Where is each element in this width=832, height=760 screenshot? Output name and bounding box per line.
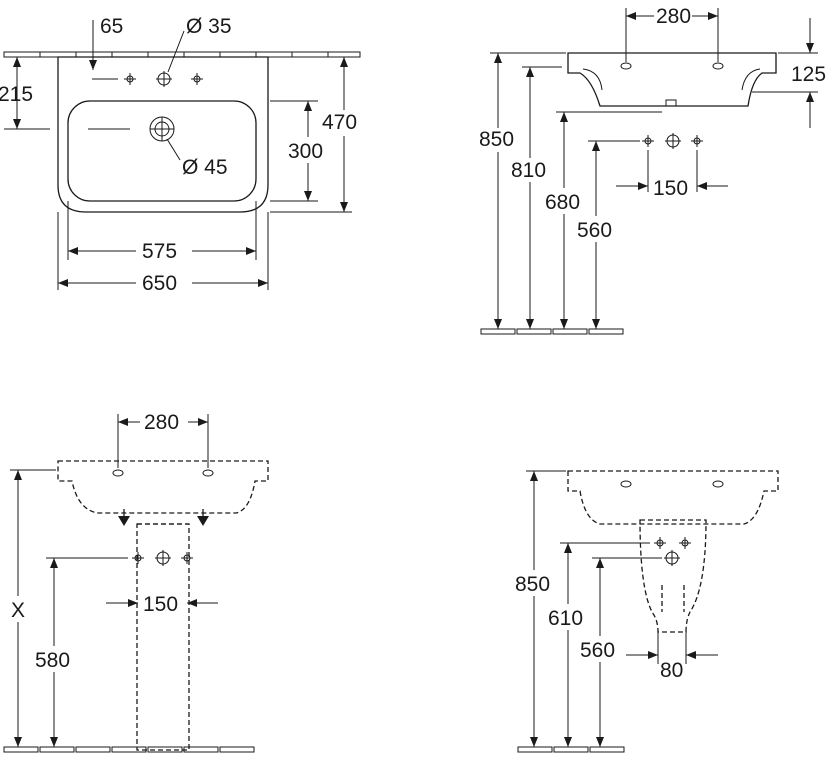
tap-hole-mark [190, 72, 204, 86]
semi-waste-height-label: 610 [548, 607, 583, 630]
basin-dashed [57, 460, 269, 514]
drain-hole [149, 116, 175, 142]
pedestal-view: 280 X 580 150 [3, 411, 269, 753]
semi-pedestal [639, 519, 707, 633]
supply-mark [131, 551, 145, 565]
wall-hung-view: 280 125 850 810 680 560 [479, 5, 826, 335]
supply-mark [653, 536, 667, 550]
pedestal-hole-spacing-label: 280 [144, 411, 179, 434]
pedestal-width-label: 80 [660, 659, 683, 682]
hole-spacing-label: 280 [656, 5, 691, 28]
installation-height-label: 850 [479, 128, 514, 151]
pedestal-supply-spacing-label: 150 [143, 593, 178, 616]
semi-installation-height-label: 850 [515, 573, 550, 596]
total-depth-label: 470 [322, 111, 357, 134]
tap-hole-center [156, 71, 172, 87]
variable-height-label: X [11, 599, 25, 622]
bowl-outline [67, 100, 257, 202]
rim-height-label: 125 [791, 63, 826, 86]
inner-width-label: 575 [142, 240, 177, 263]
supply-spacing-label: 150 [653, 177, 688, 200]
basin-dashed [567, 470, 779, 525]
waste-outlet [155, 550, 171, 566]
semi-pedestal-view: 850 610 560 80 [515, 470, 779, 753]
floor-strip-left-bottom [3, 746, 255, 753]
semi-supply-height-label: 560 [580, 639, 615, 662]
overflow-height-label: 215 [0, 83, 33, 106]
tap-hole-diameter-label: Ø 35 [186, 15, 232, 38]
waste-height-label: 680 [545, 191, 580, 214]
supply-mark [678, 536, 692, 550]
pedestal-supply-height-label: 580 [35, 649, 70, 672]
basin-outline [57, 56, 269, 213]
tap-hole-mark [123, 72, 137, 86]
waste-outlet [665, 133, 681, 149]
floor-strip-right-bottom [517, 746, 625, 753]
supply-height-label: 560 [577, 219, 612, 242]
drain-diameter-label: Ø 45 [182, 156, 228, 179]
supply-mark [641, 134, 655, 148]
total-width-label: 650 [142, 272, 177, 295]
wall-strip-top [3, 51, 361, 58]
bowl-depth-label: 300 [288, 140, 323, 163]
hole-offset-label: 65 [100, 15, 123, 38]
basin-front [567, 52, 777, 107]
top-view: Ø 35 Ø 45 65 215 300 470 [0, 15, 361, 295]
supply-mark [690, 134, 704, 148]
floor-strip-right-top [480, 328, 624, 335]
bowl-top-height-label: 810 [511, 159, 546, 182]
supply-mark [180, 551, 194, 565]
waste-outlet [664, 550, 680, 566]
